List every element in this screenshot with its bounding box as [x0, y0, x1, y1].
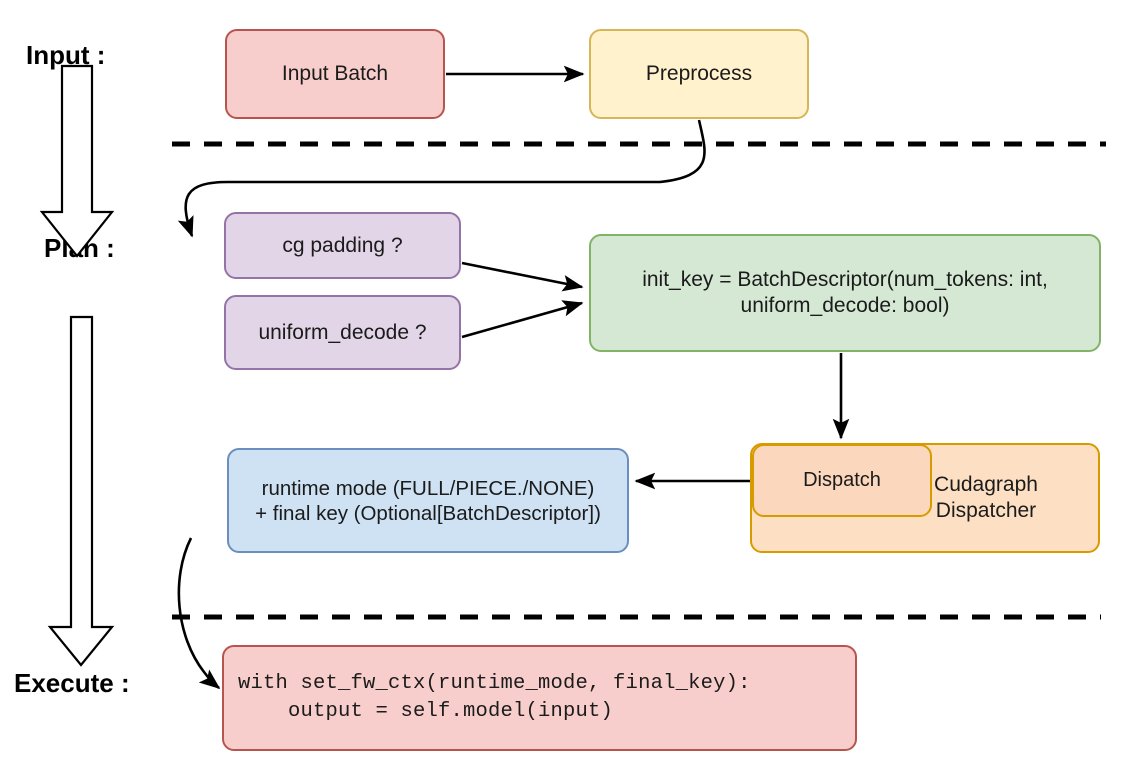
edge-cg-padding-to-init-key: [461, 261, 584, 292]
node-cg-padding-label: cg padding ?: [282, 233, 403, 257]
stage-label-plan: Plan :: [44, 233, 115, 263]
node-init-key[interactable]: init_key = BatchDescriptor(num_tokens: i…: [589, 234, 1101, 352]
node-runtime-mode-line1: runtime mode (FULL/PIECE./NONE): [261, 476, 595, 500]
stage-label-execute: Execute :: [14, 668, 130, 698]
node-cudagraph-dispatcher-line1: Cudagraph: [934, 473, 1038, 497]
node-input-batch-label: Input Batch: [281, 62, 389, 86]
stage-arrow-input-to-plan: [39, 64, 115, 258]
node-execute-code[interactable]: with set_fw_ctx(runtime_mode, final_key)…: [222, 645, 857, 751]
edge-runtime-mode-to-execute-code: [177, 537, 221, 690]
node-uniform-decode-label: uniform_decode ?: [258, 320, 427, 344]
edge-uniform-decode-to-init-key: [461, 300, 584, 339]
node-cg-padding[interactable]: cg padding ?: [224, 212, 461, 279]
node-preprocess-label: Preprocess: [645, 62, 753, 86]
node-runtime-mode-line2: + final key (Optional[BatchDescriptor]): [255, 501, 601, 525]
node-dispatch-label: Dispatch: [803, 469, 881, 492]
node-input-batch[interactable]: Input Batch: [225, 29, 445, 119]
execute-code-line2: output = self.model(input): [238, 700, 614, 723]
node-runtime-mode[interactable]: runtime mode (FULL/PIECE./NONE) + final …: [227, 448, 629, 553]
node-init-key-line2: uniform_decode: bool): [740, 294, 950, 317]
stage-label-input: Input :: [26, 40, 106, 70]
node-dispatch[interactable]: Dispatch: [752, 444, 932, 517]
node-cudagraph-dispatcher-line2: Dispatcher: [935, 499, 1037, 522]
stage-arrow-plan-to-execute: [47, 315, 115, 667]
execute-code-line1: with set_fw_ctx(runtime_mode, final_key)…: [238, 672, 751, 696]
node-init-key-line1: init_key = BatchDescriptor(num_tokens: i…: [642, 268, 1048, 292]
node-preprocess[interactable]: Preprocess: [589, 29, 809, 119]
node-uniform-decode[interactable]: uniform_decode ?: [224, 295, 461, 370]
